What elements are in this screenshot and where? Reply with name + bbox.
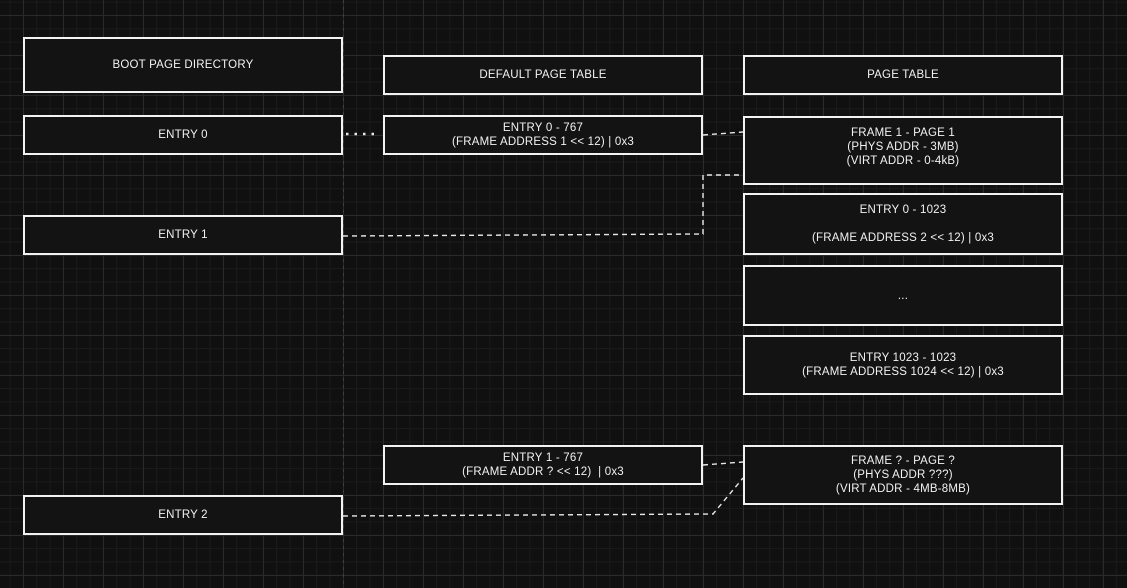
dpt-entry-0-767-line-1: ENTRY 0 - 767: [502, 122, 584, 134]
connector-entry2-to-frame-unknown[interactable]: [342, 477, 744, 517]
frame-unknown-line-2: (PHYS ADDR ???): [853, 469, 953, 481]
dpt-entry-0-767-line-2: (FRAME ADDRESS 1 << 12) | 0x3: [452, 136, 634, 148]
pt-entry-1023-1023-line-1: ENTRY 1023 - 1023: [849, 352, 957, 364]
node-entry-2[interactable]: ENTRY 2: [23, 495, 343, 535]
pt-entry-0-1023-line-2: (FRAME ADDRESS 2 << 12) | 0x3: [812, 232, 994, 244]
dpt-entry-1-767-line-2: (FRAME ADDR ? << 12) | 0x3: [462, 466, 624, 478]
frame-unknown-line-1: FRAME ? - PAGE ?: [851, 455, 955, 467]
node-default-page-table-title[interactable]: DEFAULT PAGE TABLE: [383, 55, 703, 95]
node-page-table-ellipsis[interactable]: ...: [743, 265, 1063, 326]
connector-dpt-entry1-to-frame-unknown[interactable]: [702, 461, 744, 466]
node-boot-page-directory-title[interactable]: BOOT PAGE DIRECTORY: [23, 37, 343, 93]
node-frame-unknown[interactable]: FRAME ? - PAGE ? (PHYS ADDR ???) (VIRT A…: [743, 445, 1063, 505]
connector-dpt-entry0-to-frame1[interactable]: [702, 131, 744, 136]
default-page-table-label: DEFAULT PAGE TABLE: [479, 69, 607, 81]
node-page-table-title[interactable]: PAGE TABLE: [743, 55, 1063, 95]
frame-1-line-1: FRAME 1 - PAGE 1: [851, 127, 955, 139]
entry-1-label: ENTRY 1: [158, 229, 208, 241]
page-table-label: PAGE TABLE: [867, 69, 939, 81]
frame-1-line-3: (VIRT ADDR - 0-4kB): [846, 155, 960, 167]
pt-entry-1023-1023-line-2: (FRAME ADDRESS 1024 << 12) | 0x3: [802, 366, 1004, 378]
entry-0-label: ENTRY 0: [158, 129, 208, 141]
page-table-ellipsis-label: ...: [897, 289, 909, 302]
node-entry-1[interactable]: ENTRY 1: [23, 215, 343, 255]
frame-1-line-2: (PHYS ADDR - 3MB): [847, 141, 959, 153]
dpt-entry-1-767-line-1: ENTRY 1 - 767: [502, 452, 584, 464]
pt-entry-0-1023-line-1: ENTRY 0 - 1023: [859, 204, 947, 216]
node-pt-entry-1023-1023[interactable]: ENTRY 1023 - 1023 (FRAME ADDRESS 1024 <<…: [743, 335, 1063, 395]
connector-entry1-to-frame1[interactable]: [342, 174, 743, 237]
entry-2-label: ENTRY 2: [158, 509, 208, 521]
frame-unknown-line-3: (VIRT ADDR - 4MB-8MB): [835, 483, 971, 495]
node-dpt-entry-0-767[interactable]: ENTRY 0 - 767 (FRAME ADDRESS 1 << 12) | …: [383, 115, 703, 155]
node-dpt-entry-1-767[interactable]: ENTRY 1 - 767 (FRAME ADDR ? << 12) | 0x3: [383, 445, 703, 485]
boot-page-directory-label: BOOT PAGE DIRECTORY: [112, 59, 254, 71]
node-frame-1-page-1[interactable]: FRAME 1 - PAGE 1 (PHYS ADDR - 3MB) (VIRT…: [743, 116, 1063, 185]
node-pt-entry-0-1023[interactable]: ENTRY 0 - 1023 (FRAME ADDRESS 2 << 12) |…: [743, 193, 1063, 255]
node-entry-0[interactable]: ENTRY 0: [23, 115, 343, 155]
